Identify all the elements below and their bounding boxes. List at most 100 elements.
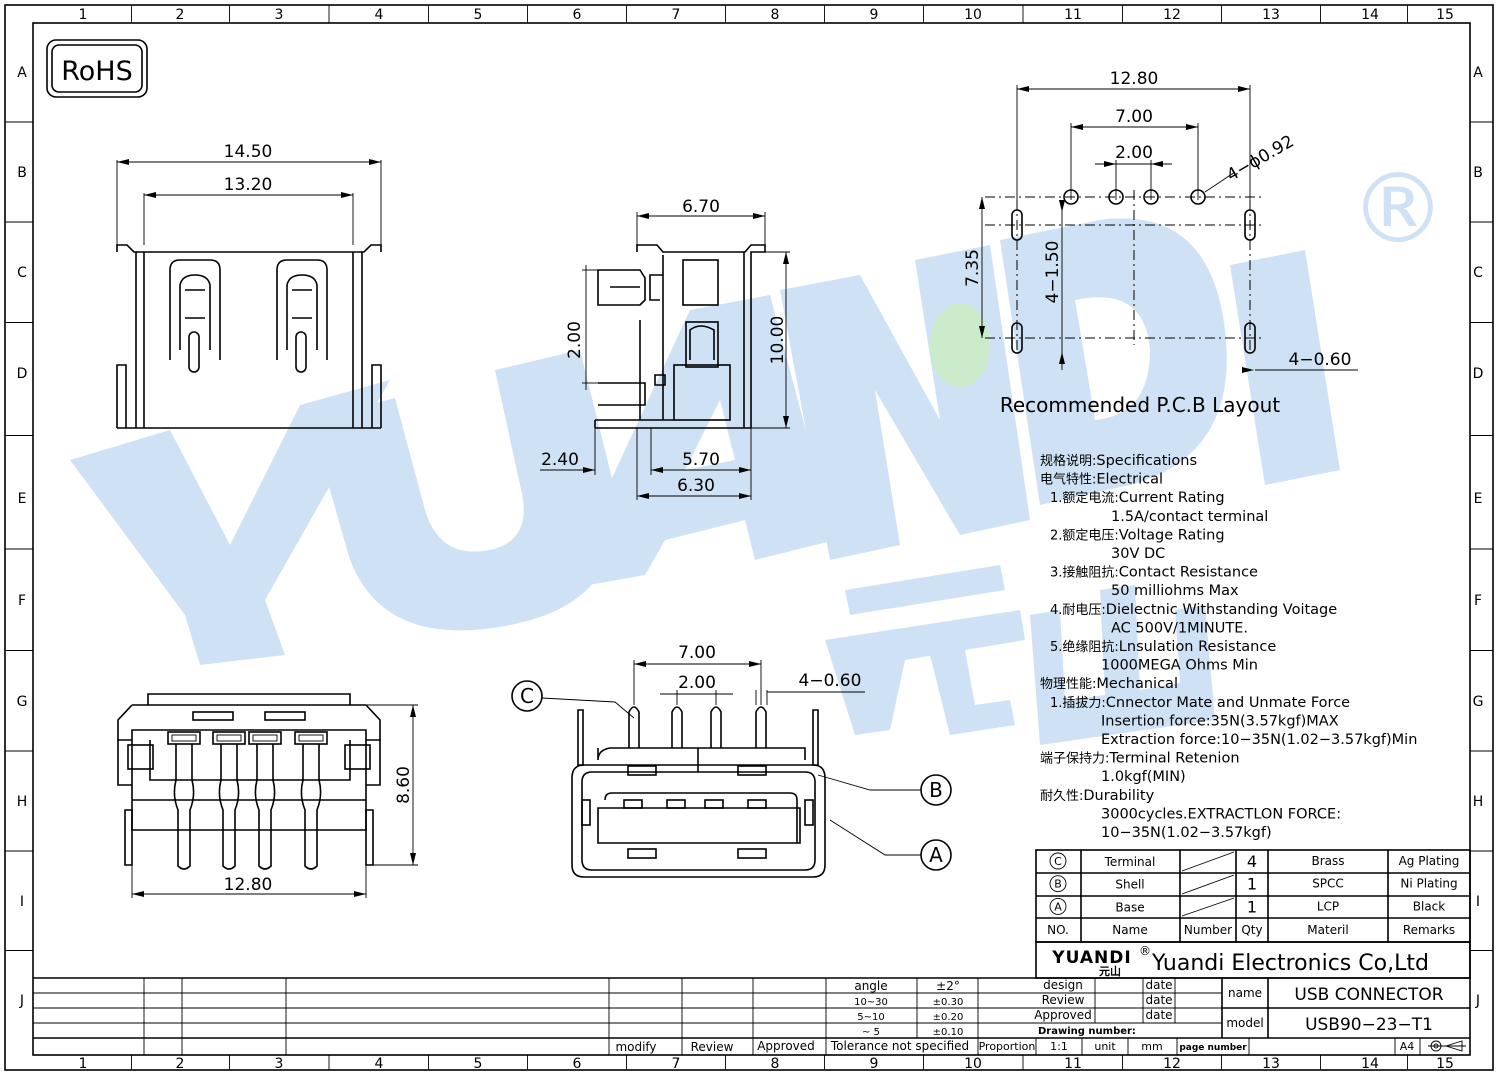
- spec-line-5: 2.额定电压:Voltage Rating: [1050, 527, 1225, 543]
- grid-col-bottom-1: 1: [79, 1056, 88, 1072]
- grid-row-left-G: G: [17, 694, 28, 710]
- pcb-caption: Recommended P.C.B Layout: [1000, 393, 1280, 417]
- callout-a: A: [929, 843, 943, 867]
- spec-line-2: 电气特性:Electrical: [1040, 472, 1163, 488]
- svg-text:4: 4: [1247, 852, 1257, 871]
- svg-text:LCP: LCP: [1317, 899, 1339, 913]
- port-contact-4: [747, 799, 767, 809]
- dim-bottom-width: 12.80: [224, 875, 273, 895]
- tb-size: A4: [1400, 1040, 1415, 1053]
- grid-row-right-A: A: [1473, 65, 1483, 81]
- pcb-slot-1: [1011, 209, 1023, 241]
- tb-review: Review: [1042, 993, 1085, 1007]
- port-view: 7.00 2.00 4−0.60 C B A: [511, 643, 952, 878]
- grid-col-top-6: 6: [573, 7, 582, 23]
- grid-col-top-7: 7: [672, 7, 681, 23]
- svg-text:B: B: [1054, 878, 1062, 891]
- grid-col-bottom-13: 13: [1262, 1056, 1280, 1072]
- tb-product-name: USB CONNECTOR: [1294, 985, 1443, 1005]
- grid-col-top-12: 12: [1163, 7, 1181, 23]
- tb-scale: 1:1: [1050, 1040, 1068, 1053]
- grid-row-left-F: F: [18, 593, 26, 609]
- port-contact-1: [623, 799, 643, 809]
- grid-col-bottom-7: 7: [672, 1056, 681, 1072]
- grid-row-right-G: G: [1473, 694, 1484, 710]
- spec-line-13: 物理性能:Mechanical: [1040, 676, 1178, 692]
- dim-pcb-slot: 4−1.50: [1043, 241, 1063, 304]
- tol-range-1: 10~30: [854, 997, 888, 1008]
- bom-header-qty: Qty: [1241, 923, 1262, 937]
- bottom-view: 8.60 12.80: [117, 693, 418, 898]
- grid-col-top-13: 13: [1262, 7, 1280, 23]
- spec-line-14: 1.插拔力:Cnnector Mate and Unmate Force: [1050, 695, 1350, 711]
- grid-row-left-J: J: [19, 993, 24, 1009]
- bottom-pin-4: [294, 731, 328, 870]
- watermark: ®: [70, 153, 1446, 745]
- svg-text:C: C: [1054, 855, 1062, 868]
- grid-col-bottom-8: 8: [771, 1056, 780, 1072]
- rohs-label: RoHS: [61, 56, 133, 87]
- bom-header-name: Name: [1112, 923, 1147, 937]
- bottom-pin-3: [248, 731, 282, 870]
- callout-b: B: [929, 778, 943, 802]
- dim-port-pin: 4−0.60: [799, 671, 862, 691]
- svg-text:1: 1: [1247, 875, 1257, 894]
- spec-line-4: 1.5A/contact terminal: [1111, 509, 1268, 525]
- dim-pcb-height: 7.35: [963, 249, 983, 287]
- tb-unit-label: unit: [1094, 1040, 1116, 1053]
- spec-line-21: 10−35N(1.02−3.57kgf): [1101, 825, 1272, 841]
- spec-line-6: 30V DC: [1111, 546, 1165, 562]
- dim-side-offset: 2.40: [541, 450, 579, 470]
- tolerance-footer: Tolerance not specified: [830, 1039, 969, 1053]
- tb-proportion-label: Proportion: [979, 1040, 1036, 1053]
- grid-row-left-A: A: [17, 65, 27, 81]
- revision-review: Review: [691, 1040, 734, 1054]
- bom-header-remarks: Remarks: [1403, 923, 1455, 937]
- spec-line-16: Extraction force:10−35N(1.02−3.57kgf)Min: [1101, 732, 1417, 748]
- grid-col-top-11: 11: [1064, 7, 1082, 23]
- dim-bottom-height: 8.60: [394, 766, 414, 804]
- dim-pcb-mid: 7.00: [1115, 107, 1153, 127]
- company-name: Yuandi Electronics Co,Ltd: [1151, 951, 1429, 976]
- pcb-slot-3: [1011, 322, 1023, 354]
- tol-value-1: ±0.30: [933, 997, 964, 1008]
- port-pin-3: [710, 706, 722, 748]
- spec-line-19: 耐久性:Durability: [1040, 788, 1155, 804]
- grid-col-top-2: 2: [176, 7, 185, 23]
- callout-c: C: [520, 684, 534, 708]
- spec-line-11: 5.绝缘阻抗:Lnsulation Resistance: [1050, 639, 1276, 655]
- specification-list: 规格说明:Specifications 电气特性:Electrical 1.额定电流…: [1040, 453, 1417, 841]
- grid-col-top-10: 10: [964, 7, 982, 23]
- bom-header-number: Number: [1184, 923, 1232, 937]
- tb-date-3: date: [1145, 1008, 1172, 1022]
- tb-model: USB90−23−T1: [1305, 1015, 1433, 1035]
- grid-col-top-8: 8: [771, 7, 780, 23]
- grid-col-top-14: 14: [1361, 7, 1379, 23]
- grid-row-right-H: H: [1473, 794, 1484, 810]
- spec-line-7: 3.接触阻抗:Contact Resistance: [1050, 565, 1258, 581]
- grid-row-left-C: C: [17, 265, 27, 281]
- grid-row-right-D: D: [1473, 366, 1484, 382]
- pcb-hole-2: [1108, 189, 1124, 205]
- grid-col-top-4: 4: [375, 7, 384, 23]
- grid-row-right-C: C: [1473, 265, 1483, 281]
- grid-col-bottom-10: 10: [964, 1056, 982, 1072]
- rohs-badge: RoHS: [46, 39, 148, 98]
- grid-col-bottom-12: 12: [1163, 1056, 1181, 1072]
- spec-line-20: 3000cycles.EXTRACTLON FORCE:: [1101, 806, 1341, 822]
- grid-row-right-I: I: [1476, 894, 1480, 910]
- pcb-layout: 12.80 7.00 2.00 4−ϕ0.92 7.35 4−1.50 4−0.…: [963, 69, 1358, 417]
- revision-modify: modify: [615, 1040, 656, 1054]
- grid-col-top-9: 9: [870, 7, 879, 23]
- dim-side-pin: 2.00: [565, 321, 585, 359]
- grid-col-top-3: 3: [275, 7, 284, 23]
- spec-line-1: 规格说明:Specifications: [1040, 453, 1197, 469]
- pcb-hole-1: [1063, 189, 1079, 205]
- dim-front-width: 14.50: [224, 142, 273, 162]
- bottom-pin-2: [212, 731, 246, 870]
- spec-line-9: 4.耐电压:Dielectnic Withstanding Voitage: [1050, 602, 1337, 618]
- tb-design: design: [1043, 978, 1083, 992]
- svg-text:Brass: Brass: [1311, 854, 1344, 868]
- spec-line-3: 1.额定电流:Current Rating: [1050, 490, 1225, 506]
